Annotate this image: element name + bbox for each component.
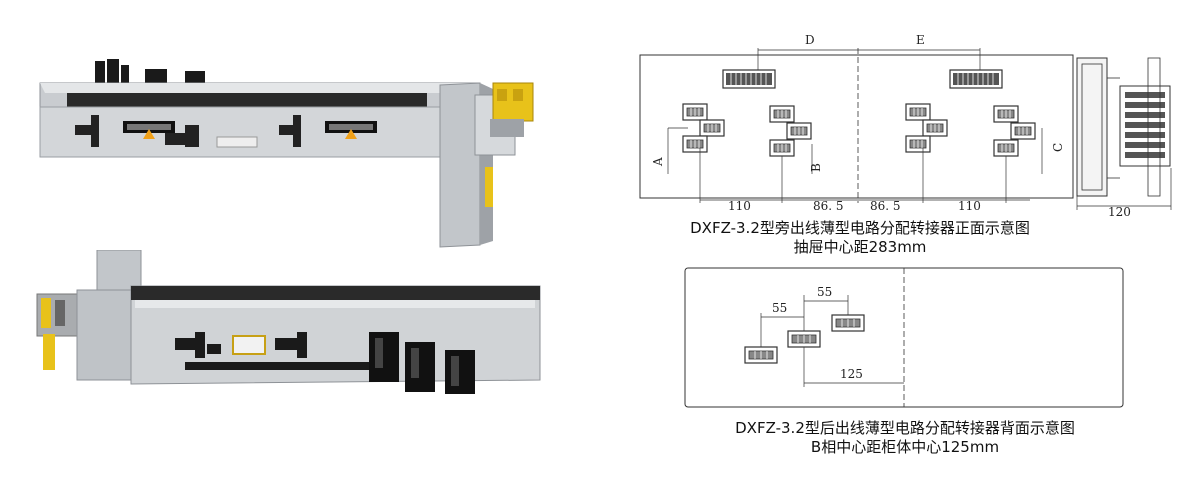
dim-86-right: 86. 5 [870, 199, 901, 213]
dim-125: 125 [840, 367, 863, 381]
rear-slot-right [831, 314, 865, 332]
dim-a-label: A [651, 157, 665, 167]
rear-black-slots [175, 332, 375, 370]
front-caption-subtitle: 抽屉中心距283mm [793, 238, 927, 256]
dim-55-b: 55 [817, 285, 832, 299]
front-adapter-photo [39, 59, 534, 248]
dim-d-label: D [805, 33, 815, 47]
right-slot-group [905, 103, 1036, 157]
rear-slot-middle [787, 330, 821, 348]
dim-side-label: 120 [1108, 205, 1131, 218]
dim-c-label: C [1051, 143, 1065, 152]
dim-e-label: E [916, 33, 925, 47]
top-black-terminals [95, 59, 205, 83]
side-view: 120 [1076, 57, 1172, 218]
rear-left-terminal [36, 293, 78, 370]
rear-heavy-terminals [369, 332, 475, 394]
dim-110-left: 110 [728, 199, 751, 213]
yellow-terminal-block [485, 82, 534, 207]
rear-slot-left [744, 346, 778, 364]
dim-b-label: B [809, 163, 823, 172]
front-right-connector [279, 115, 377, 147]
rear-schematic: 55 55 125 [684, 267, 1124, 408]
left-slot-group [682, 103, 812, 157]
left-terminal-strip [722, 69, 776, 89]
rear-adapter-photo [36, 250, 541, 394]
rear-caption-title: DXFZ-3.2型后出线薄型电路分配转接器背面示意图 [735, 419, 1075, 437]
front-schematic: D E A B C 110 86. 5 86. 5 110 [639, 33, 1172, 218]
dim-86-left: 86. 5 [813, 199, 844, 213]
front-left-connector [75, 115, 199, 147]
dim-110-right: 110 [958, 199, 981, 213]
front-caption-title: DXFZ-3.2型旁出线薄型电路分配转接器正面示意图 [690, 219, 1030, 237]
right-terminal-strip [949, 69, 1003, 89]
dim-55-a: 55 [772, 301, 787, 315]
rear-caption-subtitle: B相中心距柜体中心125mm [810, 438, 1000, 456]
